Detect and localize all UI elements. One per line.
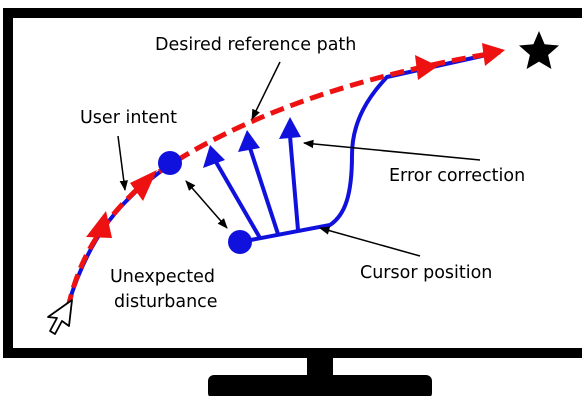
mouse-cursor-icon — [47, 299, 73, 335]
annotation-arrows — [117, 61, 481, 257]
cursor-position-dot — [228, 230, 252, 254]
monitor-neck — [307, 353, 333, 377]
disturbance-label: disturbance — [114, 292, 218, 312]
monitor-stand — [208, 375, 432, 396]
desired-path-label: Desired reference path — [155, 35, 356, 55]
correction-arrow-3 — [279, 117, 301, 139]
disturbance-link — [185, 180, 228, 229]
error-correction-label: Error correction — [389, 166, 525, 186]
path-arrow-3 — [415, 55, 438, 80]
user-intent-label: User intent — [80, 108, 177, 128]
star-icon — [519, 31, 559, 69]
path-arrow-1 — [86, 211, 112, 238]
cursor-position-label: Cursor position — [360, 263, 492, 283]
cursor-position-pointer — [318, 226, 421, 257]
user-intent-pointer — [117, 135, 128, 192]
reference-path-arrows — [86, 43, 505, 238]
reference-path — [65, 49, 501, 309]
correction-arrow-2 — [238, 130, 260, 152]
error-correction-arrows — [203, 117, 301, 240]
desired-path-pointer — [251, 61, 281, 120]
correction-arrow-1 — [203, 145, 225, 168]
unexpected-label: Unexpected — [110, 267, 215, 287]
error-correction-pointer — [302, 139, 481, 161]
user-intent-dot — [158, 151, 182, 175]
cursor-trajectory-disturbed — [239, 50, 501, 244]
path-arrow-4 — [482, 43, 505, 66]
path-arrow-2 — [130, 170, 157, 201]
